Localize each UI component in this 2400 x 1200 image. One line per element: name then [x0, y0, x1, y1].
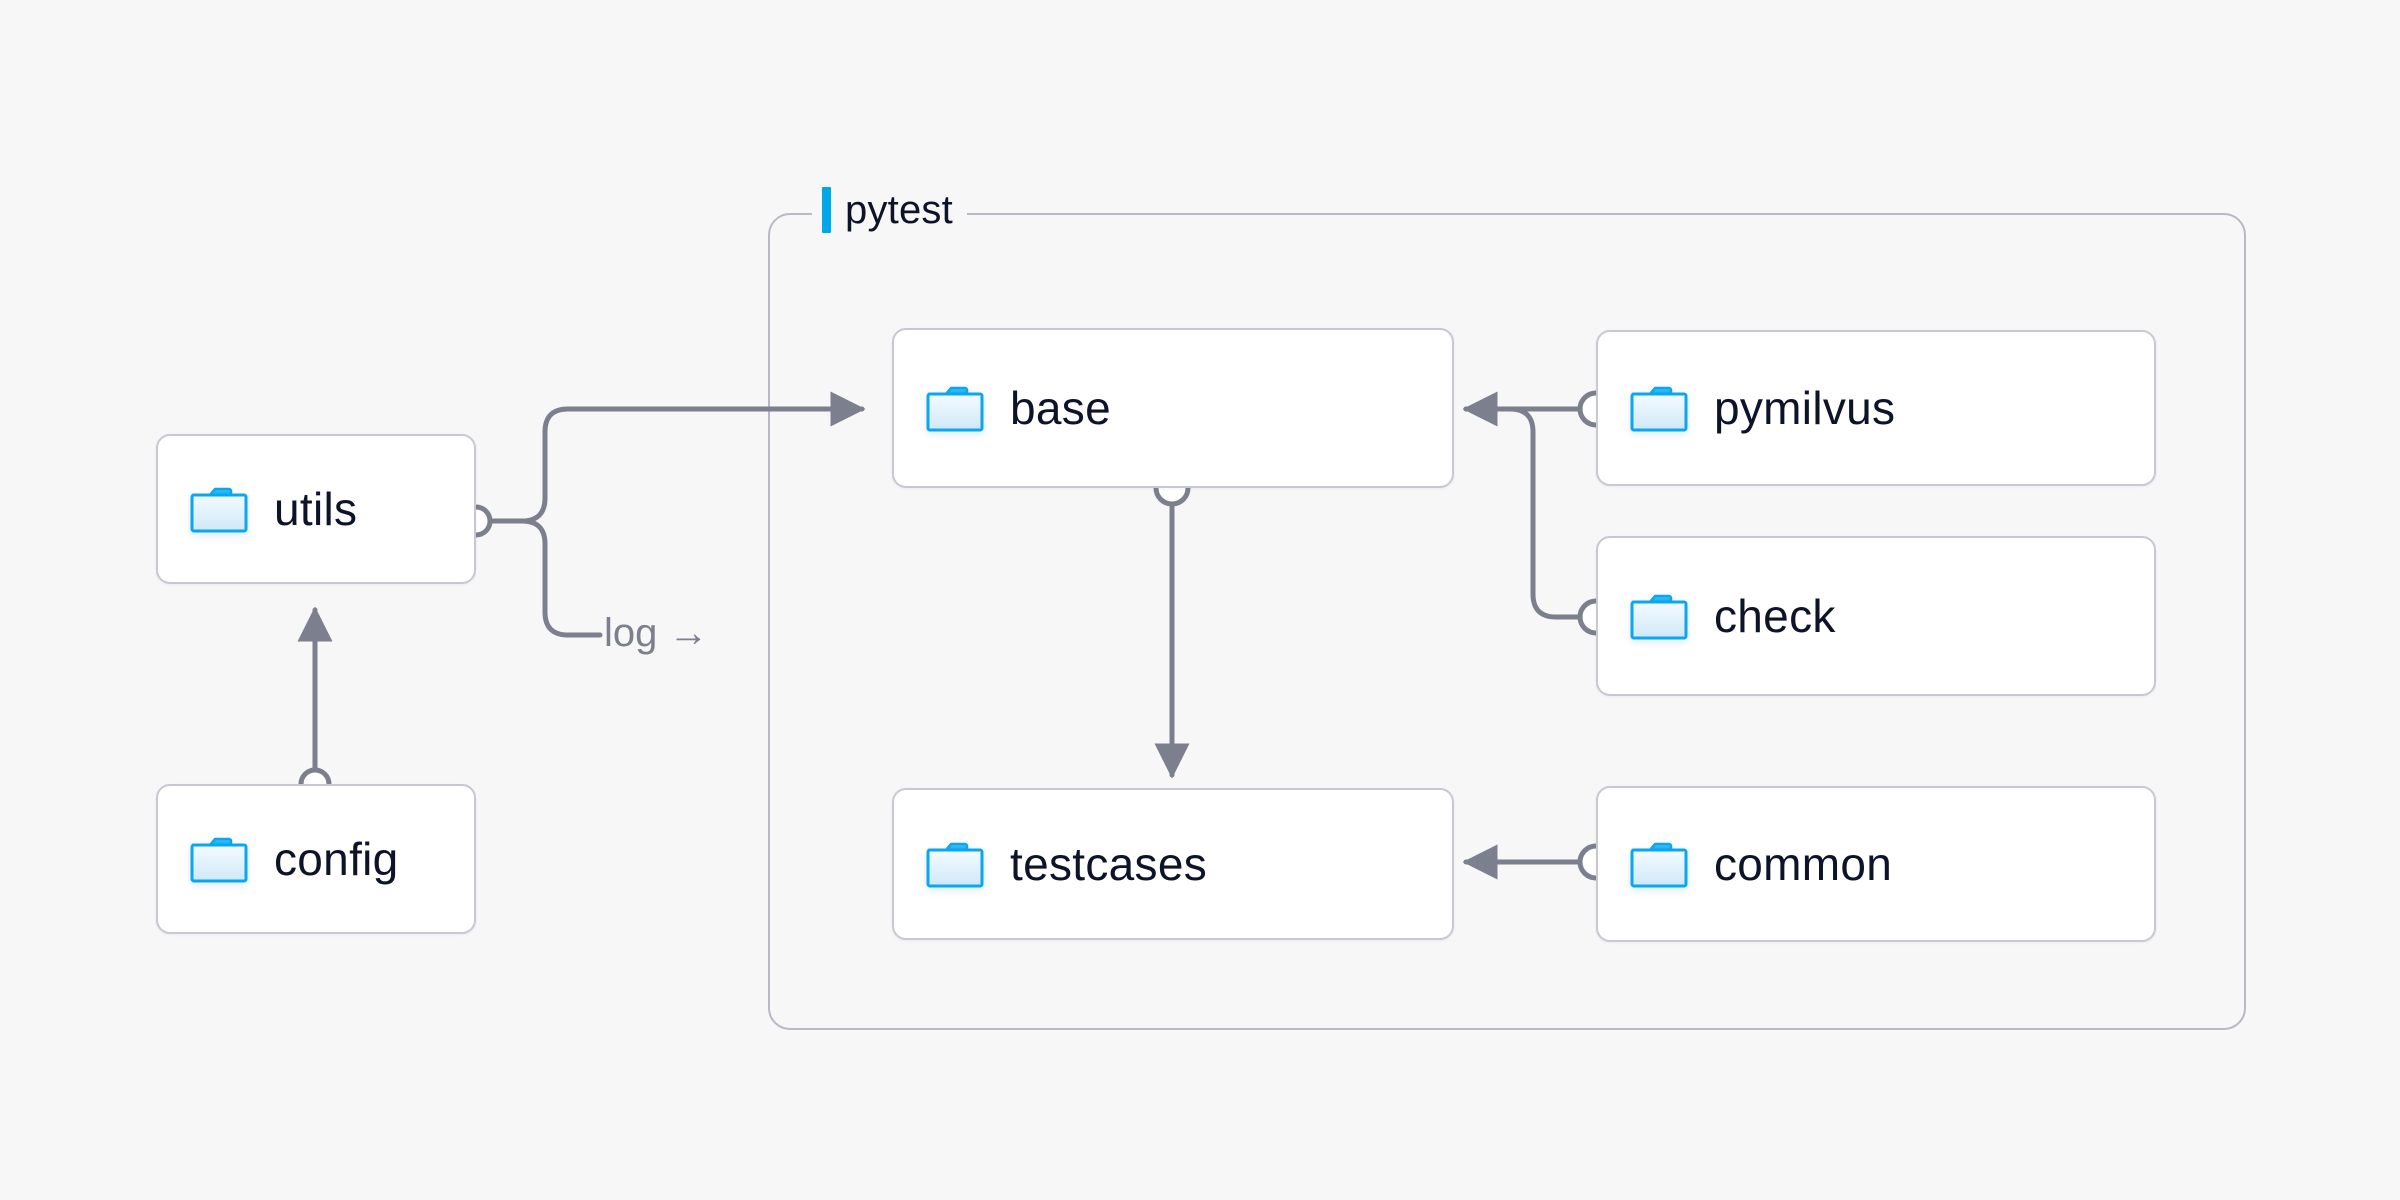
node-label: testcases	[1010, 838, 1208, 890]
folder-icon	[190, 487, 248, 533]
folder-icon	[1630, 386, 1688, 432]
node-base[interactable]: base	[892, 328, 1454, 488]
folder-icon	[1630, 594, 1688, 640]
folder-icon	[1630, 842, 1688, 888]
edge-utils-log	[473, 518, 603, 638]
folder-icon	[926, 386, 984, 432]
node-testcases[interactable]: testcases	[892, 788, 1454, 940]
accent-bar-icon	[822, 187, 831, 233]
node-label: utils	[274, 483, 358, 535]
edge-label-log: log →	[604, 611, 709, 655]
group-pytest-label: pytest	[812, 187, 967, 233]
node-label: check	[1714, 590, 1836, 642]
folder-icon	[190, 837, 248, 883]
node-label: pymilvus	[1714, 382, 1896, 434]
node-common[interactable]: common	[1596, 786, 2156, 942]
group-pytest-label-text: pytest	[845, 188, 953, 232]
group-pytest[interactable]	[768, 213, 2246, 1030]
node-label: common	[1714, 838, 1893, 890]
node-utils[interactable]: utils	[156, 434, 476, 584]
node-label: config	[274, 833, 399, 885]
folder-icon	[926, 842, 984, 888]
node-pymilvus[interactable]: pymilvus	[1596, 330, 2156, 486]
node-label: base	[1010, 382, 1111, 434]
node-config[interactable]: config	[156, 784, 476, 934]
node-check[interactable]: check	[1596, 536, 2156, 696]
